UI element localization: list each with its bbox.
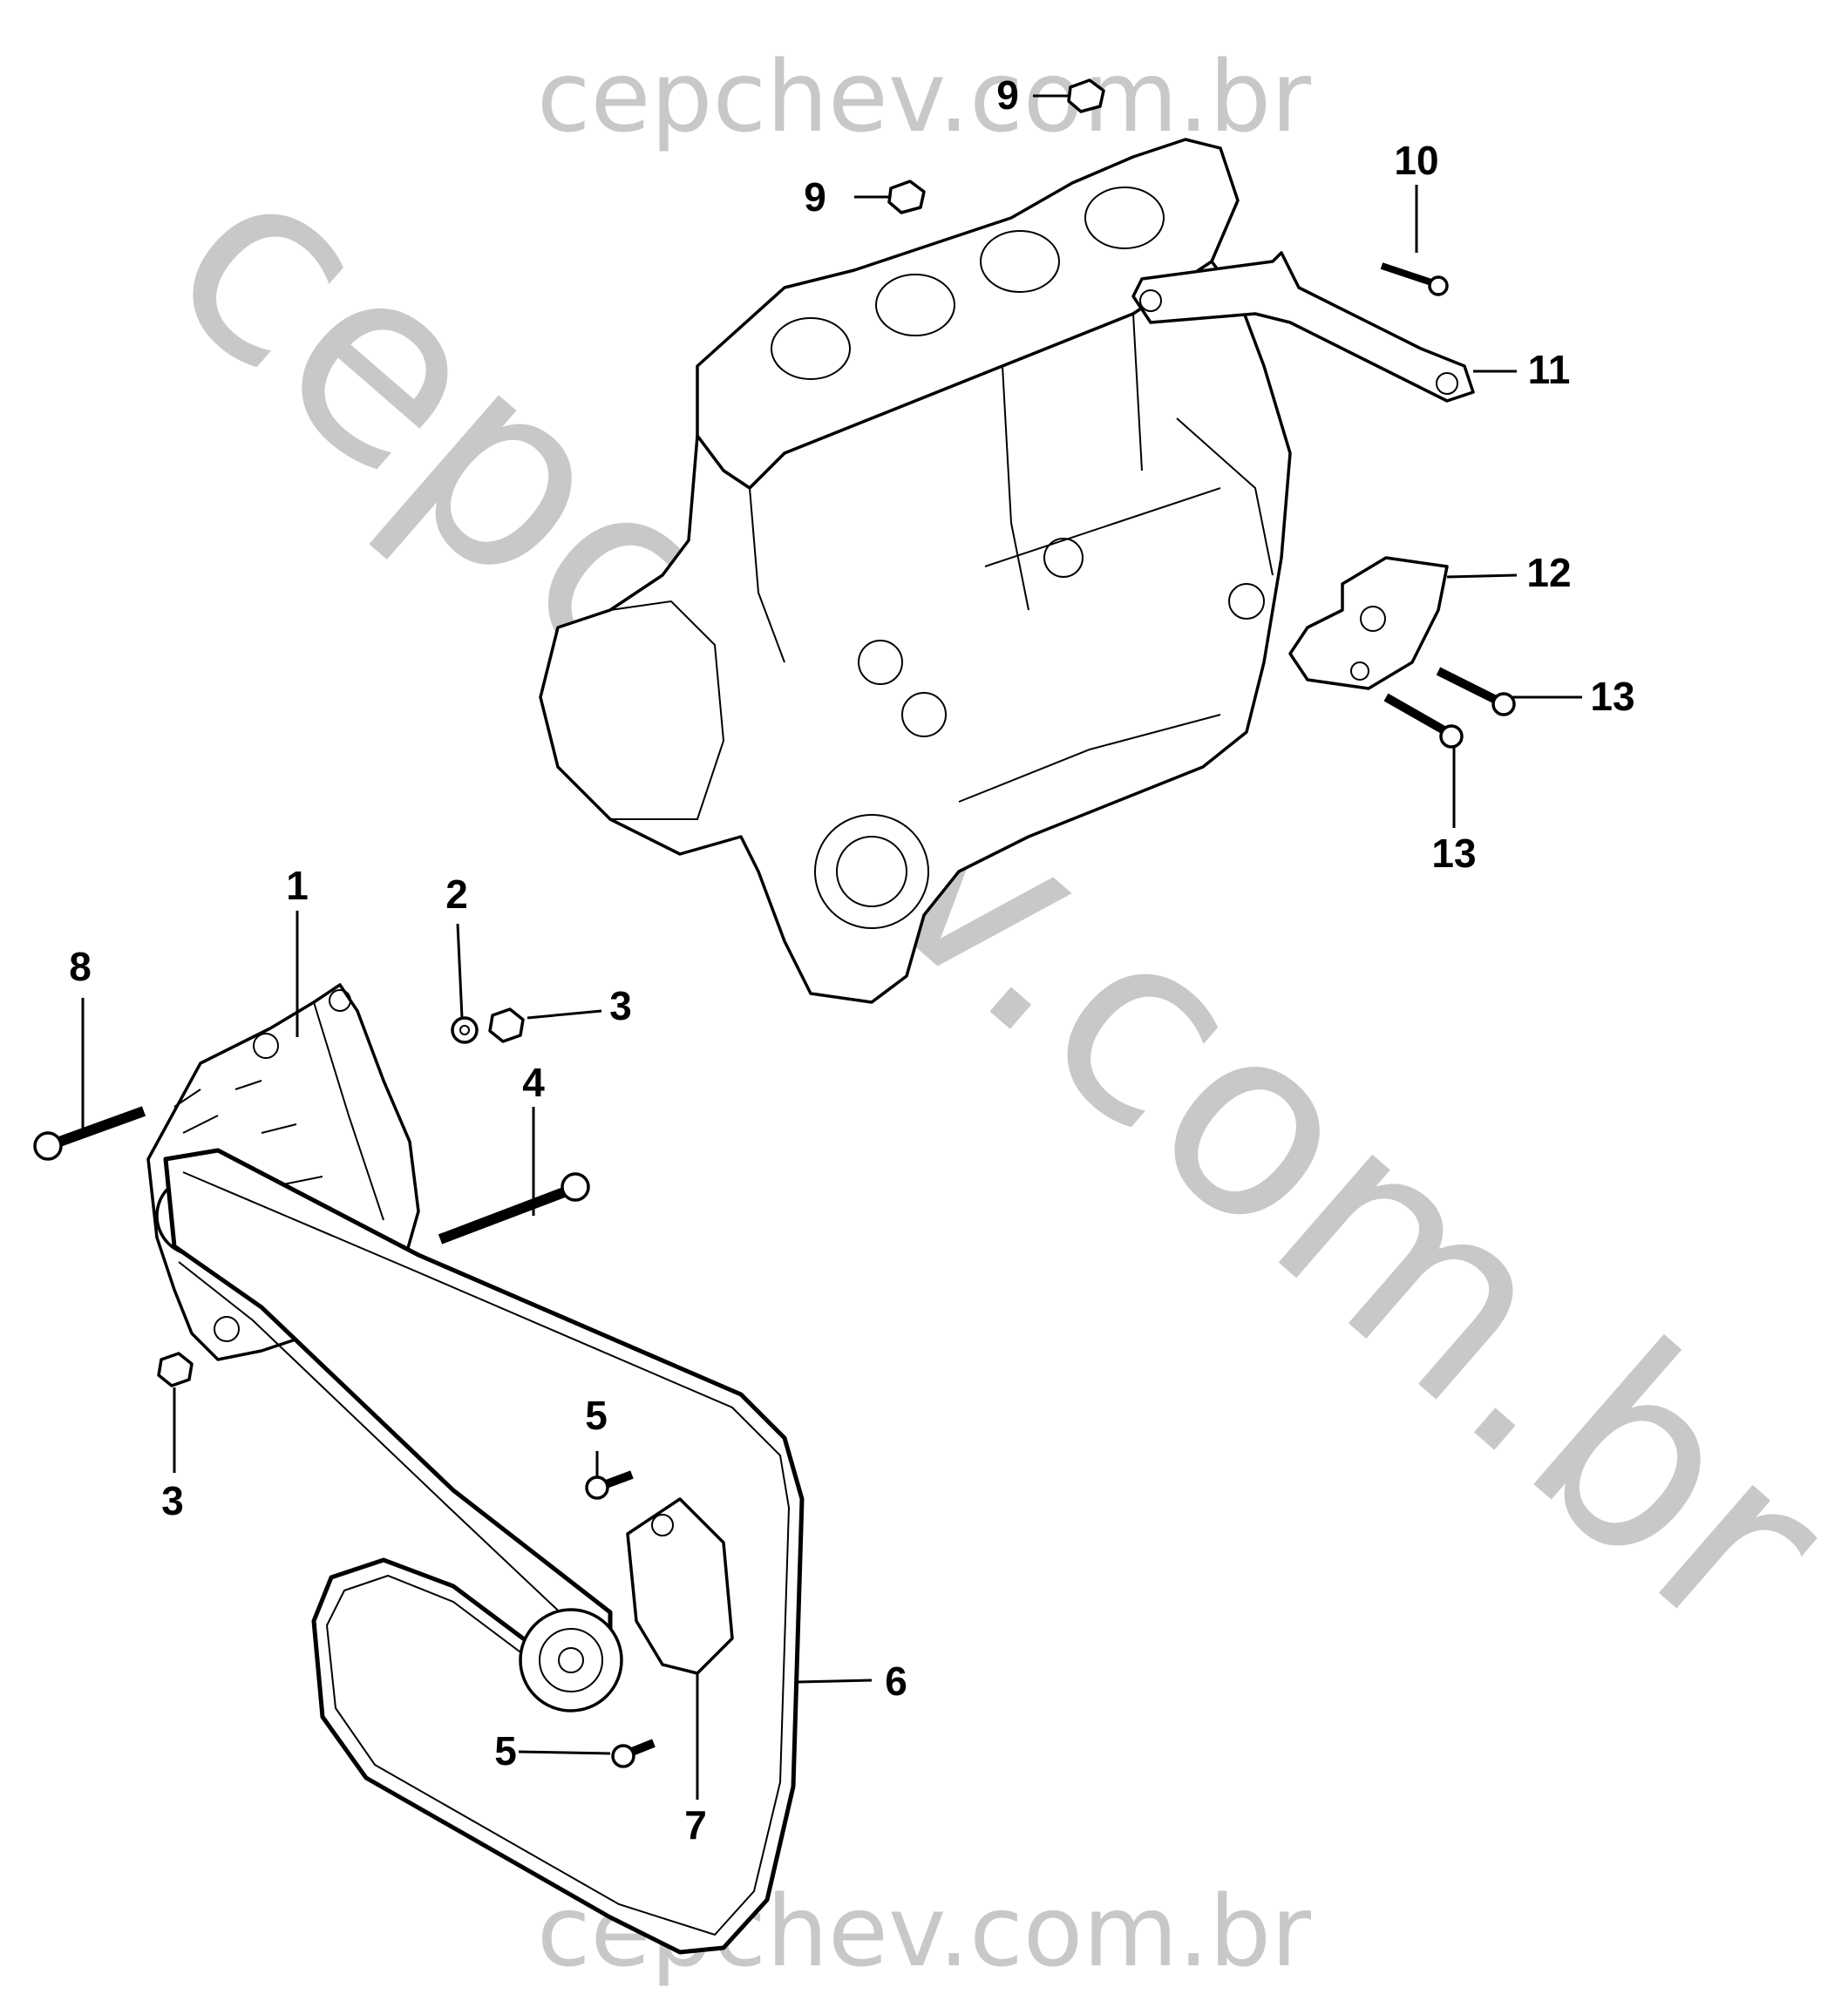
callout-3-upper: 3: [609, 983, 632, 1028]
callout-3-lower: 3: [161, 1478, 184, 1523]
callout-1: 1: [286, 863, 309, 908]
callout-13-right: 13: [1590, 674, 1634, 719]
washer-2: [451, 1016, 479, 1044]
engine-mount: [1288, 556, 1449, 690]
callout-6: 6: [885, 1658, 907, 1704]
callout-9-lower: 9: [804, 174, 826, 220]
callout-10: 10: [1394, 138, 1438, 183]
bolt-13-upper: [1436, 667, 1516, 716]
engine-mount-bracket: [1131, 251, 1475, 403]
watermark-top: cepchev.com.br: [537, 41, 1312, 154]
leader-lines: [81, 94, 1582, 1800]
callout-13-lower: 13: [1431, 831, 1476, 876]
callouts: 1 2 3 3 4 5 5 6 7 8 9 9 10 11 12 13 13: [69, 72, 1634, 1848]
callout-4: 4: [522, 1060, 545, 1105]
callout-5-upper: 5: [585, 1393, 608, 1438]
nut-9-upper: [1067, 78, 1105, 113]
callout-7: 7: [684, 1802, 707, 1848]
bolt-5-lower: [611, 1739, 656, 1768]
callout-9-upper: 9: [996, 72, 1019, 118]
nut-3-lower: [157, 1352, 194, 1387]
bolt-10: [1380, 262, 1449, 296]
callout-5-lower: 5: [494, 1728, 517, 1774]
callout-8: 8: [69, 944, 92, 989]
bolt-8: [33, 1106, 146, 1161]
callout-11: 11: [1528, 347, 1571, 392]
bolt-4: [438, 1172, 590, 1245]
nut-3-upper: [488, 1007, 525, 1043]
callout-12: 12: [1526, 550, 1571, 595]
belt-tensioner: [519, 1497, 734, 1713]
nut-9-lower: [887, 180, 926, 214]
bolt-13-lower: [1383, 693, 1464, 749]
engine-block: [539, 138, 1292, 1004]
callout-2: 2: [445, 872, 468, 917]
